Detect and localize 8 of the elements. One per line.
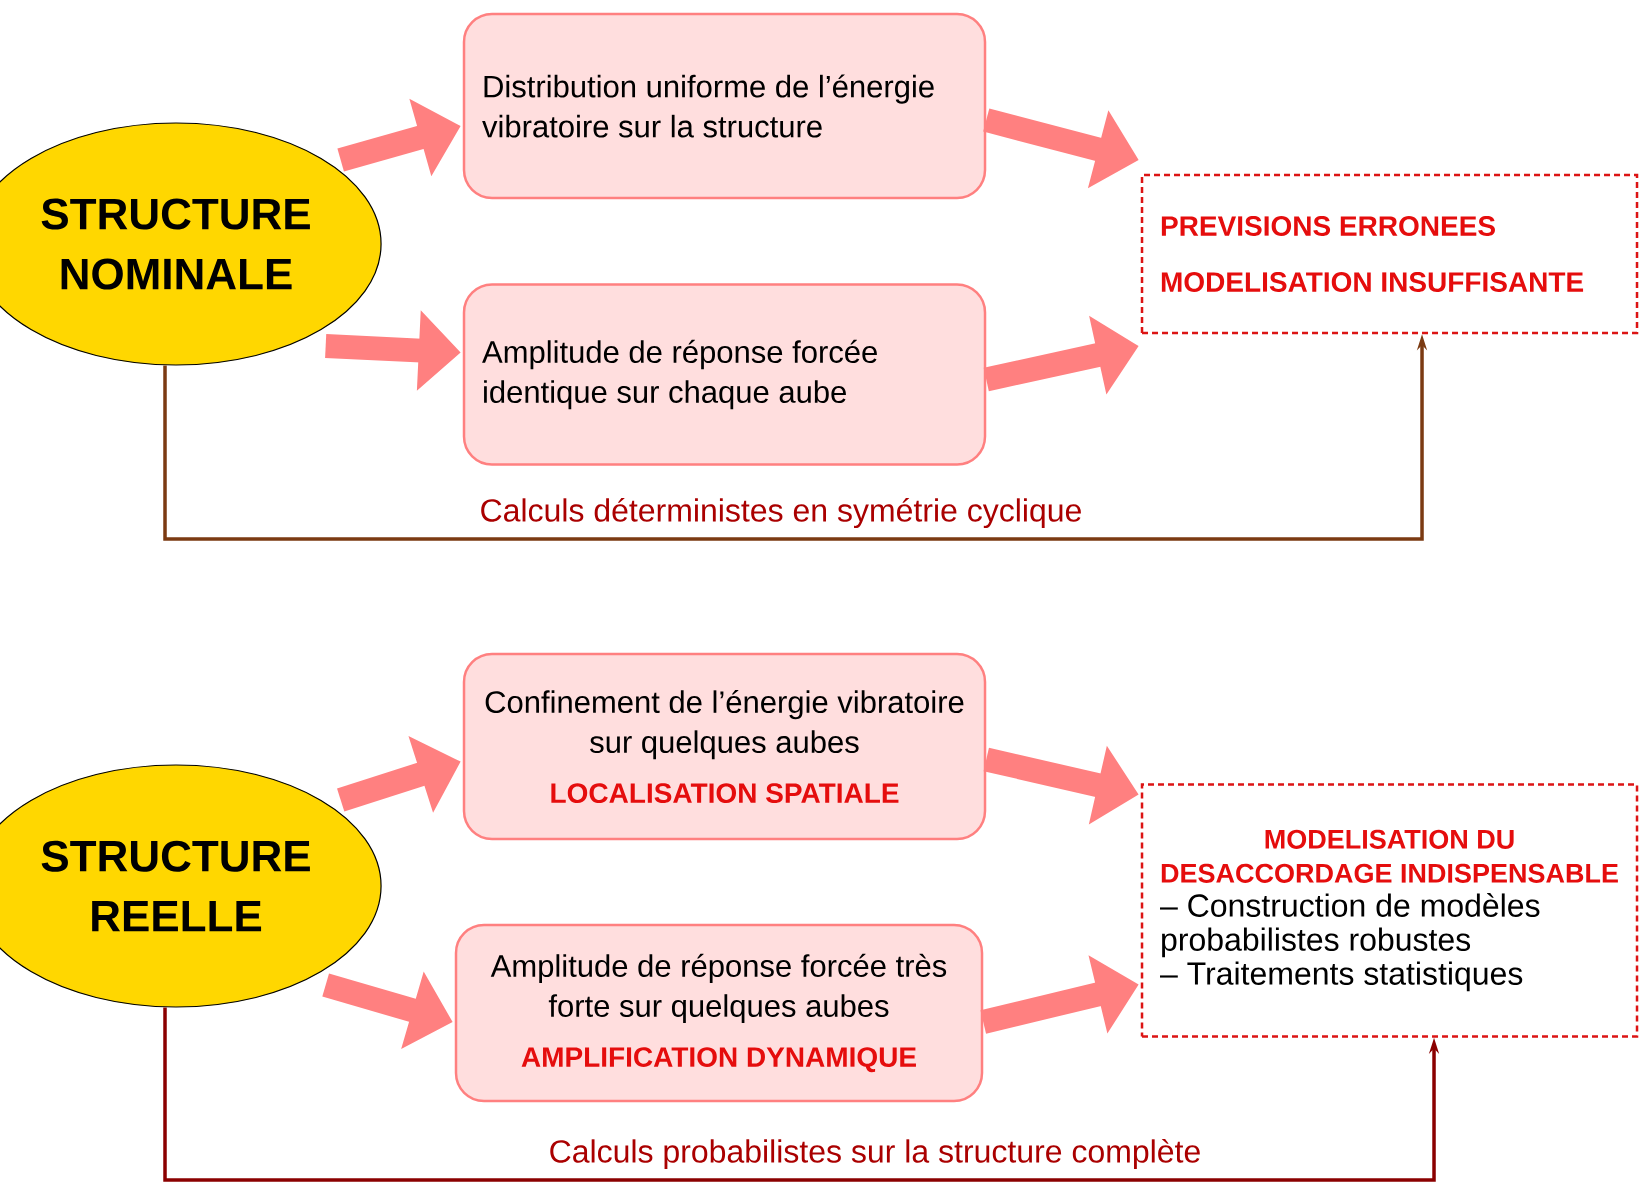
dashed-box: MODELISATION DU DESACCORDAGE INDISPENSABLE – Construction de modèles probabilistes robustes – Traitements statistiques <box>1140 783 1639 1038</box>
dashed-box: PREVISIONS ERRONEES MODELISATION INSUFFISANTE <box>1140 173 1639 335</box>
rounded-box: Confinement de l’énergie vibratoire sur quelques aubes LOCALISATION SPATIALE <box>462 652 987 841</box>
edge-label: Calculs déterministes en symétrie cyclique <box>477 495 1085 531</box>
rounded-box: Amplitude de réponse forcée très forte sur quelques aubes AMPLIFICATION DYNAMIQUE <box>454 923 984 1103</box>
rounded-box: Distribution uniforme de l’énergie vibratoire sur la structure <box>462 12 987 200</box>
rounded-box: Amplitude de réponse forcée identique sur chaque aube <box>462 283 987 466</box>
edge-label: Calculs probabilistes sur la structure complète <box>546 1136 1204 1172</box>
